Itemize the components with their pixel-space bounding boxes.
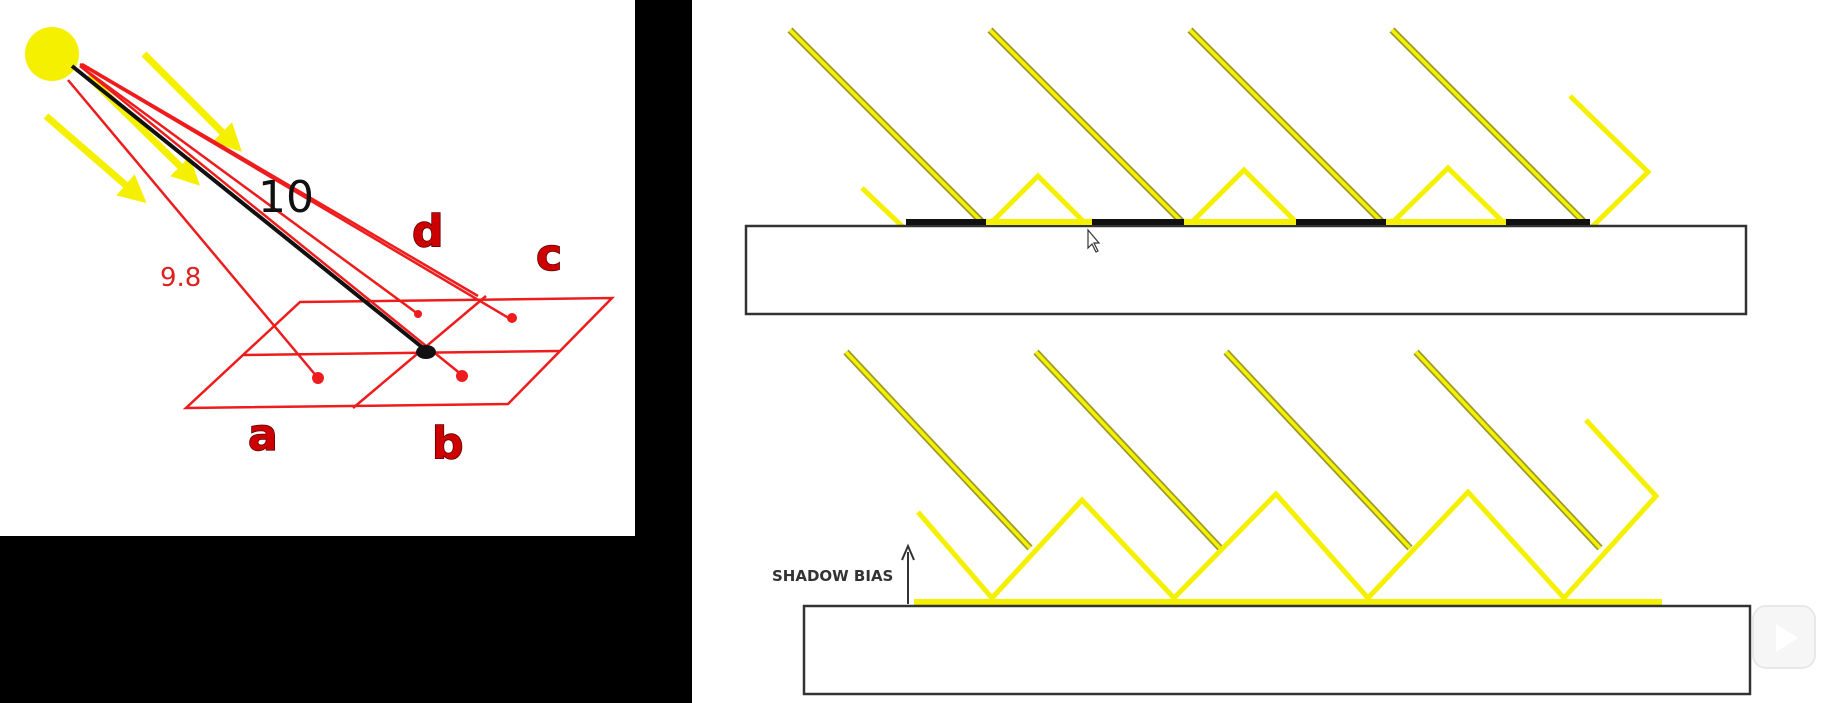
light-direction-arrow: [43, 113, 147, 204]
play-button[interactable]: [1752, 605, 1816, 669]
shadow-bias-diagram: SHADOW BIAS: [692, 0, 1826, 703]
label-sample-depth: 9.8: [160, 263, 201, 293]
sample-point-c: [507, 313, 517, 323]
bottom-depth-zigzag: [916, 418, 1660, 602]
label-c: c: [536, 230, 562, 281]
mouse-cursor-icon: [1087, 228, 1101, 253]
shadow-bias-svg: SHADOW BIAS: [744, 27, 1752, 696]
light-direction-arrow: [141, 51, 242, 152]
bottom-surface: [802, 604, 1752, 696]
shadow-depth-svg: a b c d 10 9.8: [25, 27, 616, 470]
sample-point-a: [312, 372, 324, 384]
top-surface: [744, 224, 1748, 316]
sample-point-d: [414, 310, 422, 318]
texel-grid: [182, 295, 616, 410]
top-light-arrows: [787, 27, 1587, 225]
play-icon: [1776, 624, 1798, 652]
label-d: d: [412, 206, 444, 257]
sample-point-b: [456, 370, 468, 382]
label-b: b: [432, 418, 464, 469]
light-rays: [67, 62, 513, 379]
shadow-bias-label: SHADOW BIAS: [772, 567, 893, 585]
bias-arrow-head-icon: [901, 543, 915, 561]
bottom-light-arrows: [843, 349, 1603, 551]
depth-hit-point: [416, 345, 436, 359]
light-source-icon: [25, 27, 79, 81]
label-a: a: [248, 410, 278, 461]
closest-depth-line: [70, 64, 430, 354]
label-closest-depth: 10: [258, 172, 314, 223]
shadow-depth-diagram: a b c d 10 9.8: [0, 0, 635, 536]
